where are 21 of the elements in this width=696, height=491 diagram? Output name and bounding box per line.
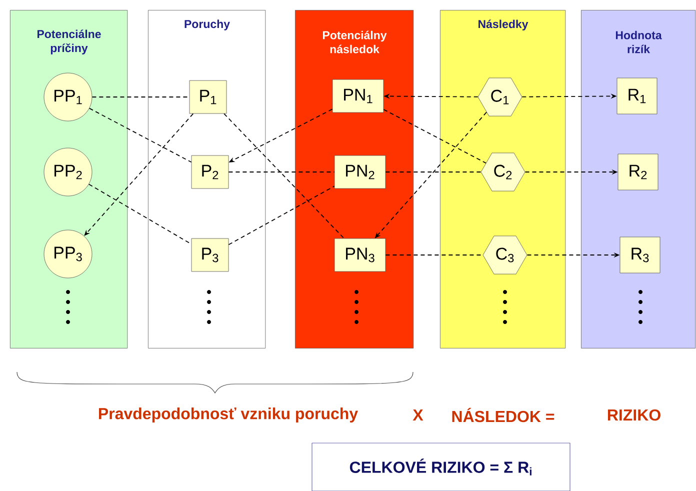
box-node: R$_{2}$ <box>618 154 658 190</box>
box-node: P$_{2}$ <box>191 155 229 189</box>
box-node: PN$_{2}$ <box>334 155 386 189</box>
circle-node: PP$_{3}$ <box>44 230 92 278</box>
box-node: R$_{1}$ <box>616 78 658 114</box>
box-node: R$_{3}$ <box>620 236 660 274</box>
hexagon-node: C$_{3}$ <box>482 236 528 274</box>
arrow <box>84 113 194 236</box>
hexagon-node: C$_{1}$ <box>478 78 522 116</box>
formula-text: X <box>412 410 424 420</box>
formula-text: RIZIKO <box>608 409 660 421</box>
hexagon-node: C$_{2}$ <box>480 152 526 192</box>
formula-box: CELKOVÉ RIZIKO = Σ R$_{i}$ <box>312 442 570 491</box>
circle-node: PP$_{2}$ <box>44 148 92 196</box>
circle-node: PP$_{1}$ <box>44 72 92 122</box>
box-node: P$_{1}$ <box>189 80 227 114</box>
box-node: PN$_{1}$ <box>332 79 384 113</box>
box-node: PN$_{3}$ <box>334 238 386 272</box>
box-node: P$_{3}$ <box>191 238 229 272</box>
formula-text: NÁSLEDOK = <box>452 408 554 422</box>
formula-text: Pravdepodobnosť vzniku poruchy <box>99 408 358 422</box>
